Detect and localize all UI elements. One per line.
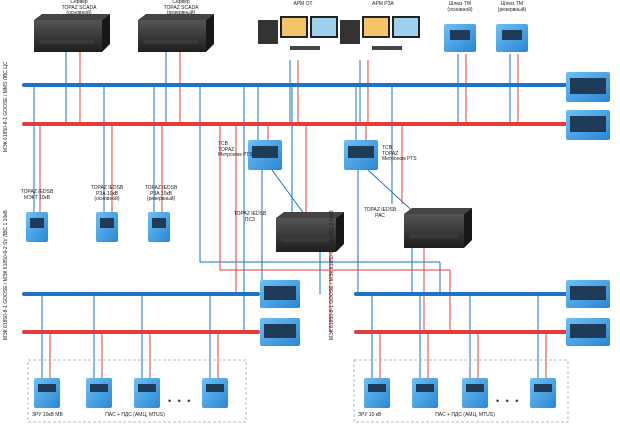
group-right-label: ЗРУ 10 кВ — [358, 412, 382, 418]
group-right-caption: ПАС + ПДС (АМЦ, МТUS) — [435, 412, 495, 418]
switch-bottom-left-icon — [260, 280, 300, 308]
arm-rza-label: АРМ РЗА — [372, 1, 394, 7]
switch-top-right-icon — [566, 72, 610, 102]
bay-device-right-1-icon — [364, 378, 390, 408]
server-psz-icon — [276, 212, 344, 252]
server-reserve-icon — [138, 14, 214, 52]
ellipsis-right: • • • — [496, 396, 521, 406]
connection-lines — [33, 52, 547, 380]
server-main-icon — [34, 14, 110, 52]
server-reserve-label: Сервер TOPAZ SCADA (резервный) — [163, 0, 199, 17]
server-ras-icon — [404, 208, 472, 248]
bay-device-left-3-icon — [134, 378, 160, 408]
bus-label-bottom-right: МЭК 61850-8-1 GOOSE / МЭК 61850-9-2 SV Л… — [329, 210, 335, 340]
bay-device-left-4-icon — [202, 378, 228, 408]
gateway-reserve-label: Шлюз ТМ (резервный) — [497, 1, 527, 13]
ellipsis-left: • • • — [168, 396, 193, 406]
bay-device-right-4-icon — [530, 378, 556, 408]
gateway-main-icon — [444, 24, 476, 52]
ied-1-icon — [26, 212, 48, 242]
group-left-label: ЗРУ 10кВ МВ — [32, 412, 63, 418]
gateway-main-label: Шлюз ТМ (основной) — [447, 1, 473, 13]
switch-bottom-right-icon — [566, 280, 610, 308]
switch-bottom-right-2-icon — [566, 318, 610, 346]
bay-device-right-3-icon — [462, 378, 488, 408]
arm-ot-icon — [258, 16, 338, 50]
pts-switch-right-icon — [344, 140, 378, 170]
pts-switch-left-label: ТСВ TOPAZ Метроном РТS — [218, 141, 253, 159]
bay-device-right-2-icon — [412, 378, 438, 408]
server-psz-label: TOPAZ IEDSB ПСЗ — [233, 211, 267, 223]
pts-switch-right-label: ТСВ TOPAZ Метроном РТS — [382, 145, 417, 163]
ied-2-icon — [96, 212, 118, 242]
pts-switch-left-icon — [248, 140, 282, 170]
bus-label-top: МЭК 61850-8-1 GOOSE / MMS ЛВС ЦС — [3, 61, 9, 152]
bus-label-bottom-left: МЭК 61850-8-1 GOOSE / МЭК 61850-9-2 SV Л… — [3, 210, 9, 340]
ied-3-icon — [148, 212, 170, 242]
switch-bottom-left-2-icon — [260, 318, 300, 346]
ied-3-label: TOPAZ IEDSB РЗА 10кВ (резервный) — [144, 185, 178, 203]
bottom-right-frame — [353, 359, 569, 423]
bay-device-left-1-icon — [34, 378, 60, 408]
arm-ot-label: АРМ ОТ — [293, 1, 313, 7]
switch-top-right-2-icon — [566, 110, 610, 140]
gateway-reserve-icon — [496, 24, 528, 52]
group-left-caption: ПАС + ПДС (АМЦ, МТUS) — [105, 412, 165, 418]
ied-1-label: TOPAZ IEDSB МЭКT 10кВ — [20, 189, 54, 201]
buses — [22, 83, 568, 334]
server-ras-label: TOPAZ IEDSB РАС — [363, 207, 397, 219]
ied-2-label: TOPAZ IEDSB РЗА 10кВ (основной) — [90, 185, 124, 203]
arm-rza-icon — [340, 16, 420, 50]
server-main-label: Сервер TOPAZ SCADA (основной) — [61, 0, 97, 17]
bay-device-left-2-icon — [86, 378, 112, 408]
